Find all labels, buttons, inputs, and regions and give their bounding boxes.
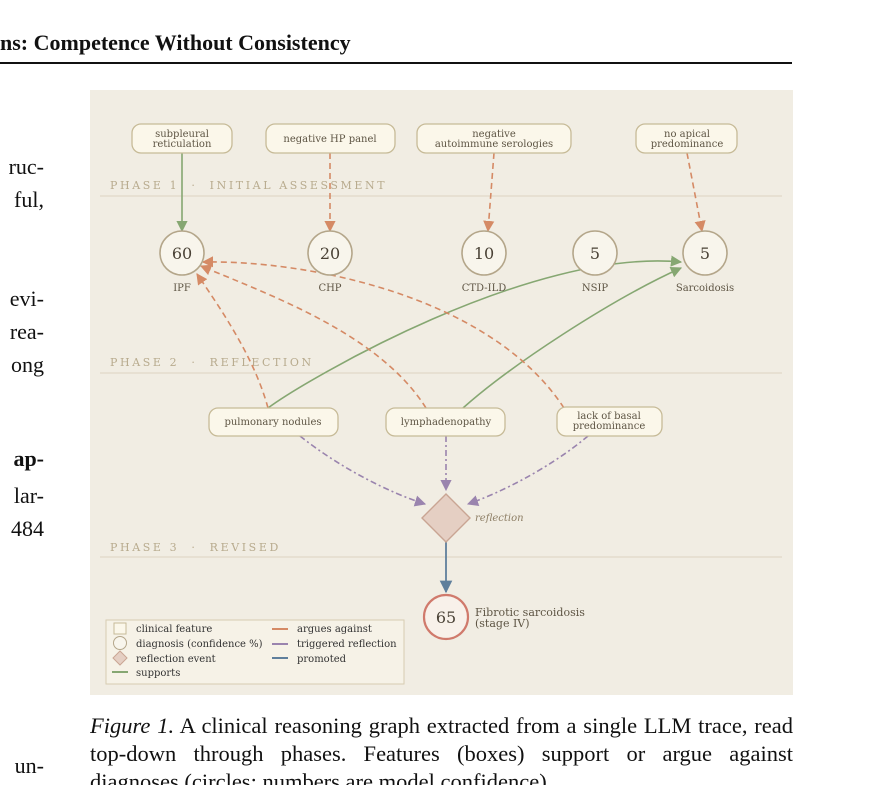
left-column-fragment: ap- xyxy=(13,446,44,471)
diagnosis-confidence: 5 xyxy=(590,244,600,263)
diagnosis-name: Sarcoidosis xyxy=(676,283,734,294)
reflection-event: reflection xyxy=(421,493,524,543)
diagnosis-nsip: 5 NSIP xyxy=(572,230,618,294)
diagnosis-name: CTD-ILD xyxy=(462,283,507,294)
reflection-label: reflection xyxy=(475,513,524,524)
edge-supports xyxy=(267,255,683,409)
figure-background xyxy=(90,90,793,695)
legend-argues-against: argues against xyxy=(297,624,372,635)
legend-feature-swatch xyxy=(113,622,127,635)
diagnosis-confidence: 20 xyxy=(320,244,340,263)
feature-label: subpleural xyxy=(155,129,209,140)
legend: clinical feature diagnosis (confidence %… xyxy=(105,619,405,685)
diagnosis-name: IPF xyxy=(173,283,191,294)
edge-argues-against xyxy=(199,264,427,409)
left-column-fragment: rea- xyxy=(9,319,44,344)
diagnosis-name: CHP xyxy=(318,283,341,294)
feature-label: autoimmune serologies xyxy=(435,139,553,150)
caption-label: Figure 1. xyxy=(90,713,175,738)
feature-label: pulmonary nodules xyxy=(224,417,321,428)
phase-2-label: PHASE 2 · REFLECTION xyxy=(110,356,314,369)
edge-triggered-reflection xyxy=(299,435,427,507)
reasoning-graph-svg: PHASE 1 · INITIAL ASSESSMENT PHASE 2 · R… xyxy=(90,90,793,695)
legend-reflection-swatch xyxy=(112,650,128,666)
legend-clinical-feature: clinical feature xyxy=(136,624,212,635)
phase-3-label: PHASE 3 · REVISED xyxy=(110,541,281,554)
running-title: ns: Competence Without Consistency xyxy=(0,30,351,55)
diagnosis-name: NSIP xyxy=(582,283,609,294)
edge-supports xyxy=(462,267,683,409)
legend-triggered-reflection: triggered reflection xyxy=(297,639,397,650)
feature-lymphadenopathy: lymphadenopathy xyxy=(385,407,506,437)
legend-promoted: promoted xyxy=(297,654,347,665)
reasoning-graph-figure: PHASE 1 · INITIAL ASSESSMENT PHASE 2 · R… xyxy=(90,90,793,695)
diagnosis-ctd-ild: 10 CTD-ILD xyxy=(461,230,507,294)
diagnosis-confidence: 5 xyxy=(700,244,710,263)
left-column-fragment: 484 xyxy=(11,516,44,541)
feature-label: predominance xyxy=(651,139,724,150)
feature-negative-autoimmune-serologies: negative autoimmune serologies xyxy=(416,123,572,154)
edge-argues-against xyxy=(483,152,495,233)
feature-label: negative HP panel xyxy=(283,134,376,145)
feature-pulmonary-nodules: pulmonary nodules xyxy=(208,407,339,437)
final-confidence: 65 xyxy=(436,608,456,627)
phase-1-label: PHASE 1 · INITIAL ASSESSMENT xyxy=(110,179,387,192)
final-diagnosis-label: Fibrotic sarcoidosis xyxy=(475,606,585,619)
left-column-fragment: evi- xyxy=(9,286,44,311)
running-header: ns: Competence Without Consistency xyxy=(0,30,792,64)
feature-label: negative xyxy=(472,129,516,140)
diagnosis-chp: 20 CHP xyxy=(307,230,353,294)
edge-argues-against xyxy=(201,256,565,409)
feature-lack-of-basal-predominance: lack of basal predominance xyxy=(556,406,663,437)
feature-negative-hp-panel: negative HP panel xyxy=(265,123,396,154)
edge-triggered-reflection xyxy=(466,435,589,507)
left-column-fragment: ruc- xyxy=(8,154,44,179)
legend-diagnosis-swatch xyxy=(113,636,127,650)
legend-supports: supports xyxy=(136,668,180,679)
diagnosis-confidence: 10 xyxy=(474,244,494,263)
feature-subpleural-reticulation: subpleural reticulation xyxy=(131,123,233,154)
legend-reflection-event: reflection event xyxy=(136,654,216,665)
feature-no-apical-predominance: no apical predominance xyxy=(635,123,738,154)
feature-label: predominance xyxy=(573,421,646,432)
legend-diagnosis: diagnosis (confidence %) xyxy=(136,639,263,650)
diagnosis-confidence: 60 xyxy=(172,244,192,263)
left-column-fragment: ong xyxy=(11,352,44,377)
final-diagnosis: 65 Fibrotic sarcoidosis (stage IV) xyxy=(422,593,585,641)
feature-label: no apical xyxy=(664,129,710,140)
feature-label: lack of basal xyxy=(577,411,641,422)
left-column-fragment: ful, xyxy=(14,187,44,212)
diagnosis-ipf: 60 IPF xyxy=(159,230,205,294)
diagnosis-sarcoidosis: 5 Sarcoidosis xyxy=(676,230,734,294)
figure-caption: Figure 1. A clinical reasoning graph ext… xyxy=(90,712,793,785)
feature-label: reticulation xyxy=(153,139,212,150)
edge-argues-against xyxy=(196,273,269,409)
final-diagnosis-label: (stage IV) xyxy=(475,617,530,630)
edge-argues-against xyxy=(686,152,706,233)
feature-label: lymphadenopathy xyxy=(401,417,492,428)
caption-text: A clinical reasoning graph extracted fro… xyxy=(90,713,793,785)
left-column-fragment: lar- xyxy=(13,483,44,508)
left-column-fragment: un- xyxy=(14,753,44,778)
